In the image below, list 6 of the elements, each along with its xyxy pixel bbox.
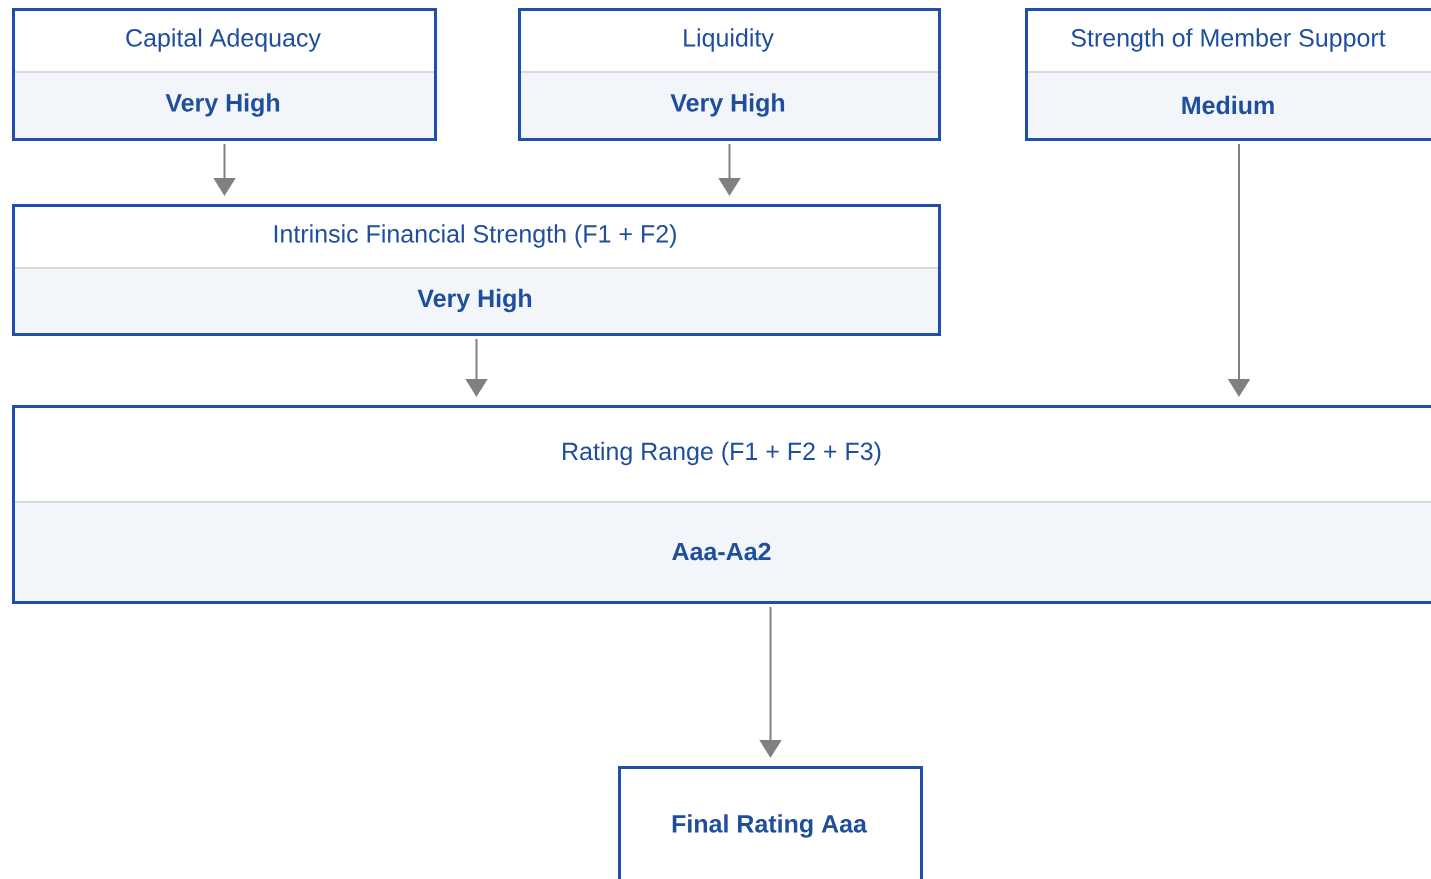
rating-box: Intrinsic Financial Strength (F1 + F2) Very High xyxy=(11,204,941,336)
rating-box: Final Rating Aaa xyxy=(618,766,923,879)
rating-box: Rating Range (F1 + F2 + F3) Aaa-Aa2 xyxy=(11,405,1431,604)
rating-box: Capital Adequacy Very High xyxy=(11,8,437,141)
rating-box: Liquidity Very High xyxy=(517,8,941,141)
rating-box: Strength of Member Support Medium xyxy=(1024,8,1431,141)
